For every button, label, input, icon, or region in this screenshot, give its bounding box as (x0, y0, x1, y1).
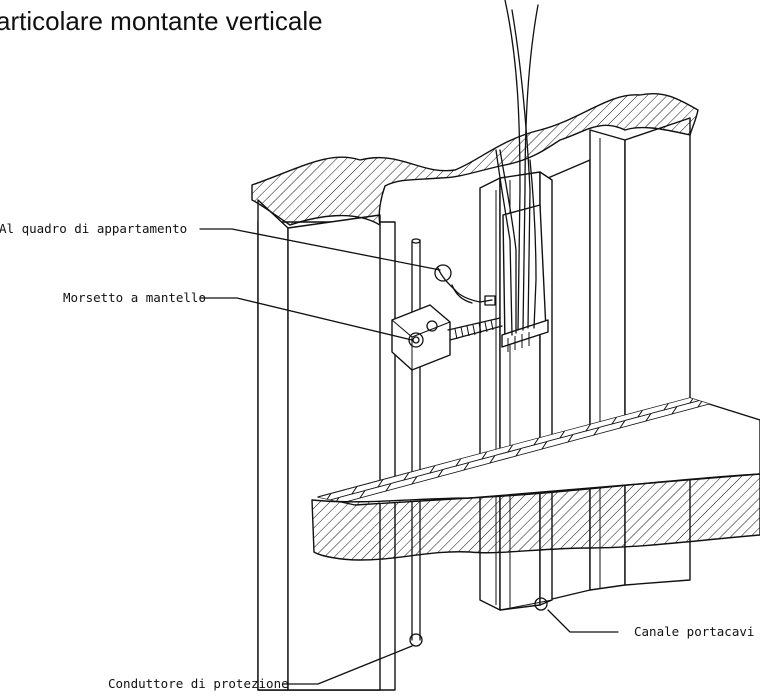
floor-tile (424, 415, 459, 432)
floor-tile (688, 328, 719, 343)
floor-tile (398, 422, 433, 439)
floor-tile (736, 352, 760, 367)
floor-tile (404, 445, 439, 462)
cables-bundle (495, 0, 539, 336)
floor-tile (728, 348, 759, 363)
floor-tile (716, 382, 747, 397)
floor-tile (708, 298, 739, 313)
floor-tile (698, 313, 729, 328)
floor-tile (730, 329, 760, 344)
floor-tile (438, 383, 469, 398)
floor-tile (438, 442, 473, 459)
floor-tile (396, 441, 431, 458)
floor-tile (714, 321, 745, 336)
label-conduttore: Conduttore di protezione (108, 676, 289, 691)
floor-tile (756, 322, 760, 337)
floor-tile (696, 332, 727, 347)
diagram-title: articolare montante verticale (0, 6, 323, 36)
floor-tile (422, 375, 453, 390)
floor-tile (688, 398, 723, 404)
floor-tile (726, 367, 757, 382)
floor-tile (432, 419, 467, 436)
floor-tile (690, 309, 721, 324)
floor-tile (426, 398, 461, 413)
floor-tile (750, 379, 760, 394)
floor-tile (710, 359, 741, 374)
floor-tile (752, 360, 760, 375)
mantle-clamp (391, 304, 503, 371)
floor-tile (450, 408, 485, 425)
floor-tile (410, 398, 445, 405)
floor-tile (732, 310, 760, 325)
floor-tile (412, 449, 447, 466)
floor-tile (408, 407, 443, 424)
floor-tile (712, 340, 743, 355)
floor-tile (742, 375, 760, 390)
floor-tile (734, 291, 760, 306)
floor-tile (720, 344, 751, 359)
floor-tile (744, 356, 760, 371)
floor-tile (400, 403, 435, 420)
floor-tile (700, 374, 731, 389)
floor-tile (440, 423, 475, 440)
floor-tile (448, 427, 483, 444)
leader-lines (199, 228, 619, 685)
floor-tile (746, 337, 760, 352)
floor-tile (742, 295, 760, 310)
floor-tile (692, 370, 723, 385)
floor-tile (430, 438, 465, 455)
floor-tile (704, 336, 735, 351)
floor-tile (430, 379, 461, 394)
floor-tile (716, 302, 747, 317)
floor-tile (390, 418, 425, 435)
floor-tile (444, 398, 479, 402)
floor-tile (702, 355, 733, 370)
floor-tile (740, 314, 760, 329)
channel-marker (534, 597, 548, 611)
floor-tile (722, 325, 753, 340)
floor-tile (734, 371, 760, 386)
floor-tile (748, 318, 760, 333)
floor-tile (754, 341, 760, 356)
floor-tile (422, 434, 457, 451)
floor-tile (706, 317, 737, 332)
floor-tile (448, 368, 479, 383)
lower-structure (479, 548, 626, 600)
floor-tile (718, 363, 749, 378)
top-slab-section (251, 93, 699, 226)
label-morsetto: Morsetto a mantello (63, 290, 206, 305)
label-al-quadro: Al quadro di appartamento (0, 221, 187, 236)
floor-tile (708, 378, 739, 393)
floor-tile (416, 411, 451, 428)
floor-tile (434, 400, 469, 417)
floor-tile (694, 351, 725, 366)
floor-tile (418, 398, 453, 409)
floor-tile (722, 398, 757, 401)
floor-tile (750, 299, 760, 314)
label-canale: Canale portacavi (634, 624, 754, 639)
protection-conductor (409, 238, 423, 647)
floor-tile (442, 404, 477, 421)
floor-tile (724, 306, 755, 321)
floor-tile (738, 333, 760, 348)
